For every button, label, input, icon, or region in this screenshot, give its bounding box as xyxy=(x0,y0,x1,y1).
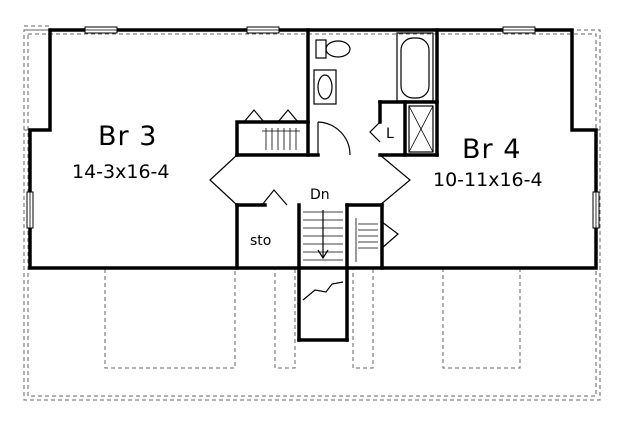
bathtub-icon xyxy=(396,32,434,102)
br4-dims: 10-11x16-4 xyxy=(433,169,543,191)
br3-name: Br 3 xyxy=(98,121,157,152)
shower-icon xyxy=(408,105,434,153)
interior-walls xyxy=(235,28,439,342)
closet-br4 xyxy=(355,218,399,262)
storage-label: sto xyxy=(250,233,271,249)
closet-br3 xyxy=(243,109,300,150)
br3-dims: 14-3x16-4 xyxy=(72,161,170,183)
linen-label: L xyxy=(386,126,394,142)
exterior-walls xyxy=(28,28,598,270)
stair xyxy=(302,210,344,301)
sink-icon xyxy=(313,69,337,105)
door-swings xyxy=(209,121,411,206)
roof-outline xyxy=(23,25,601,401)
stair-label: Dn xyxy=(310,187,330,203)
br4-name: Br 4 xyxy=(462,134,521,165)
windows xyxy=(26,26,600,229)
toilet-icon xyxy=(315,39,351,59)
